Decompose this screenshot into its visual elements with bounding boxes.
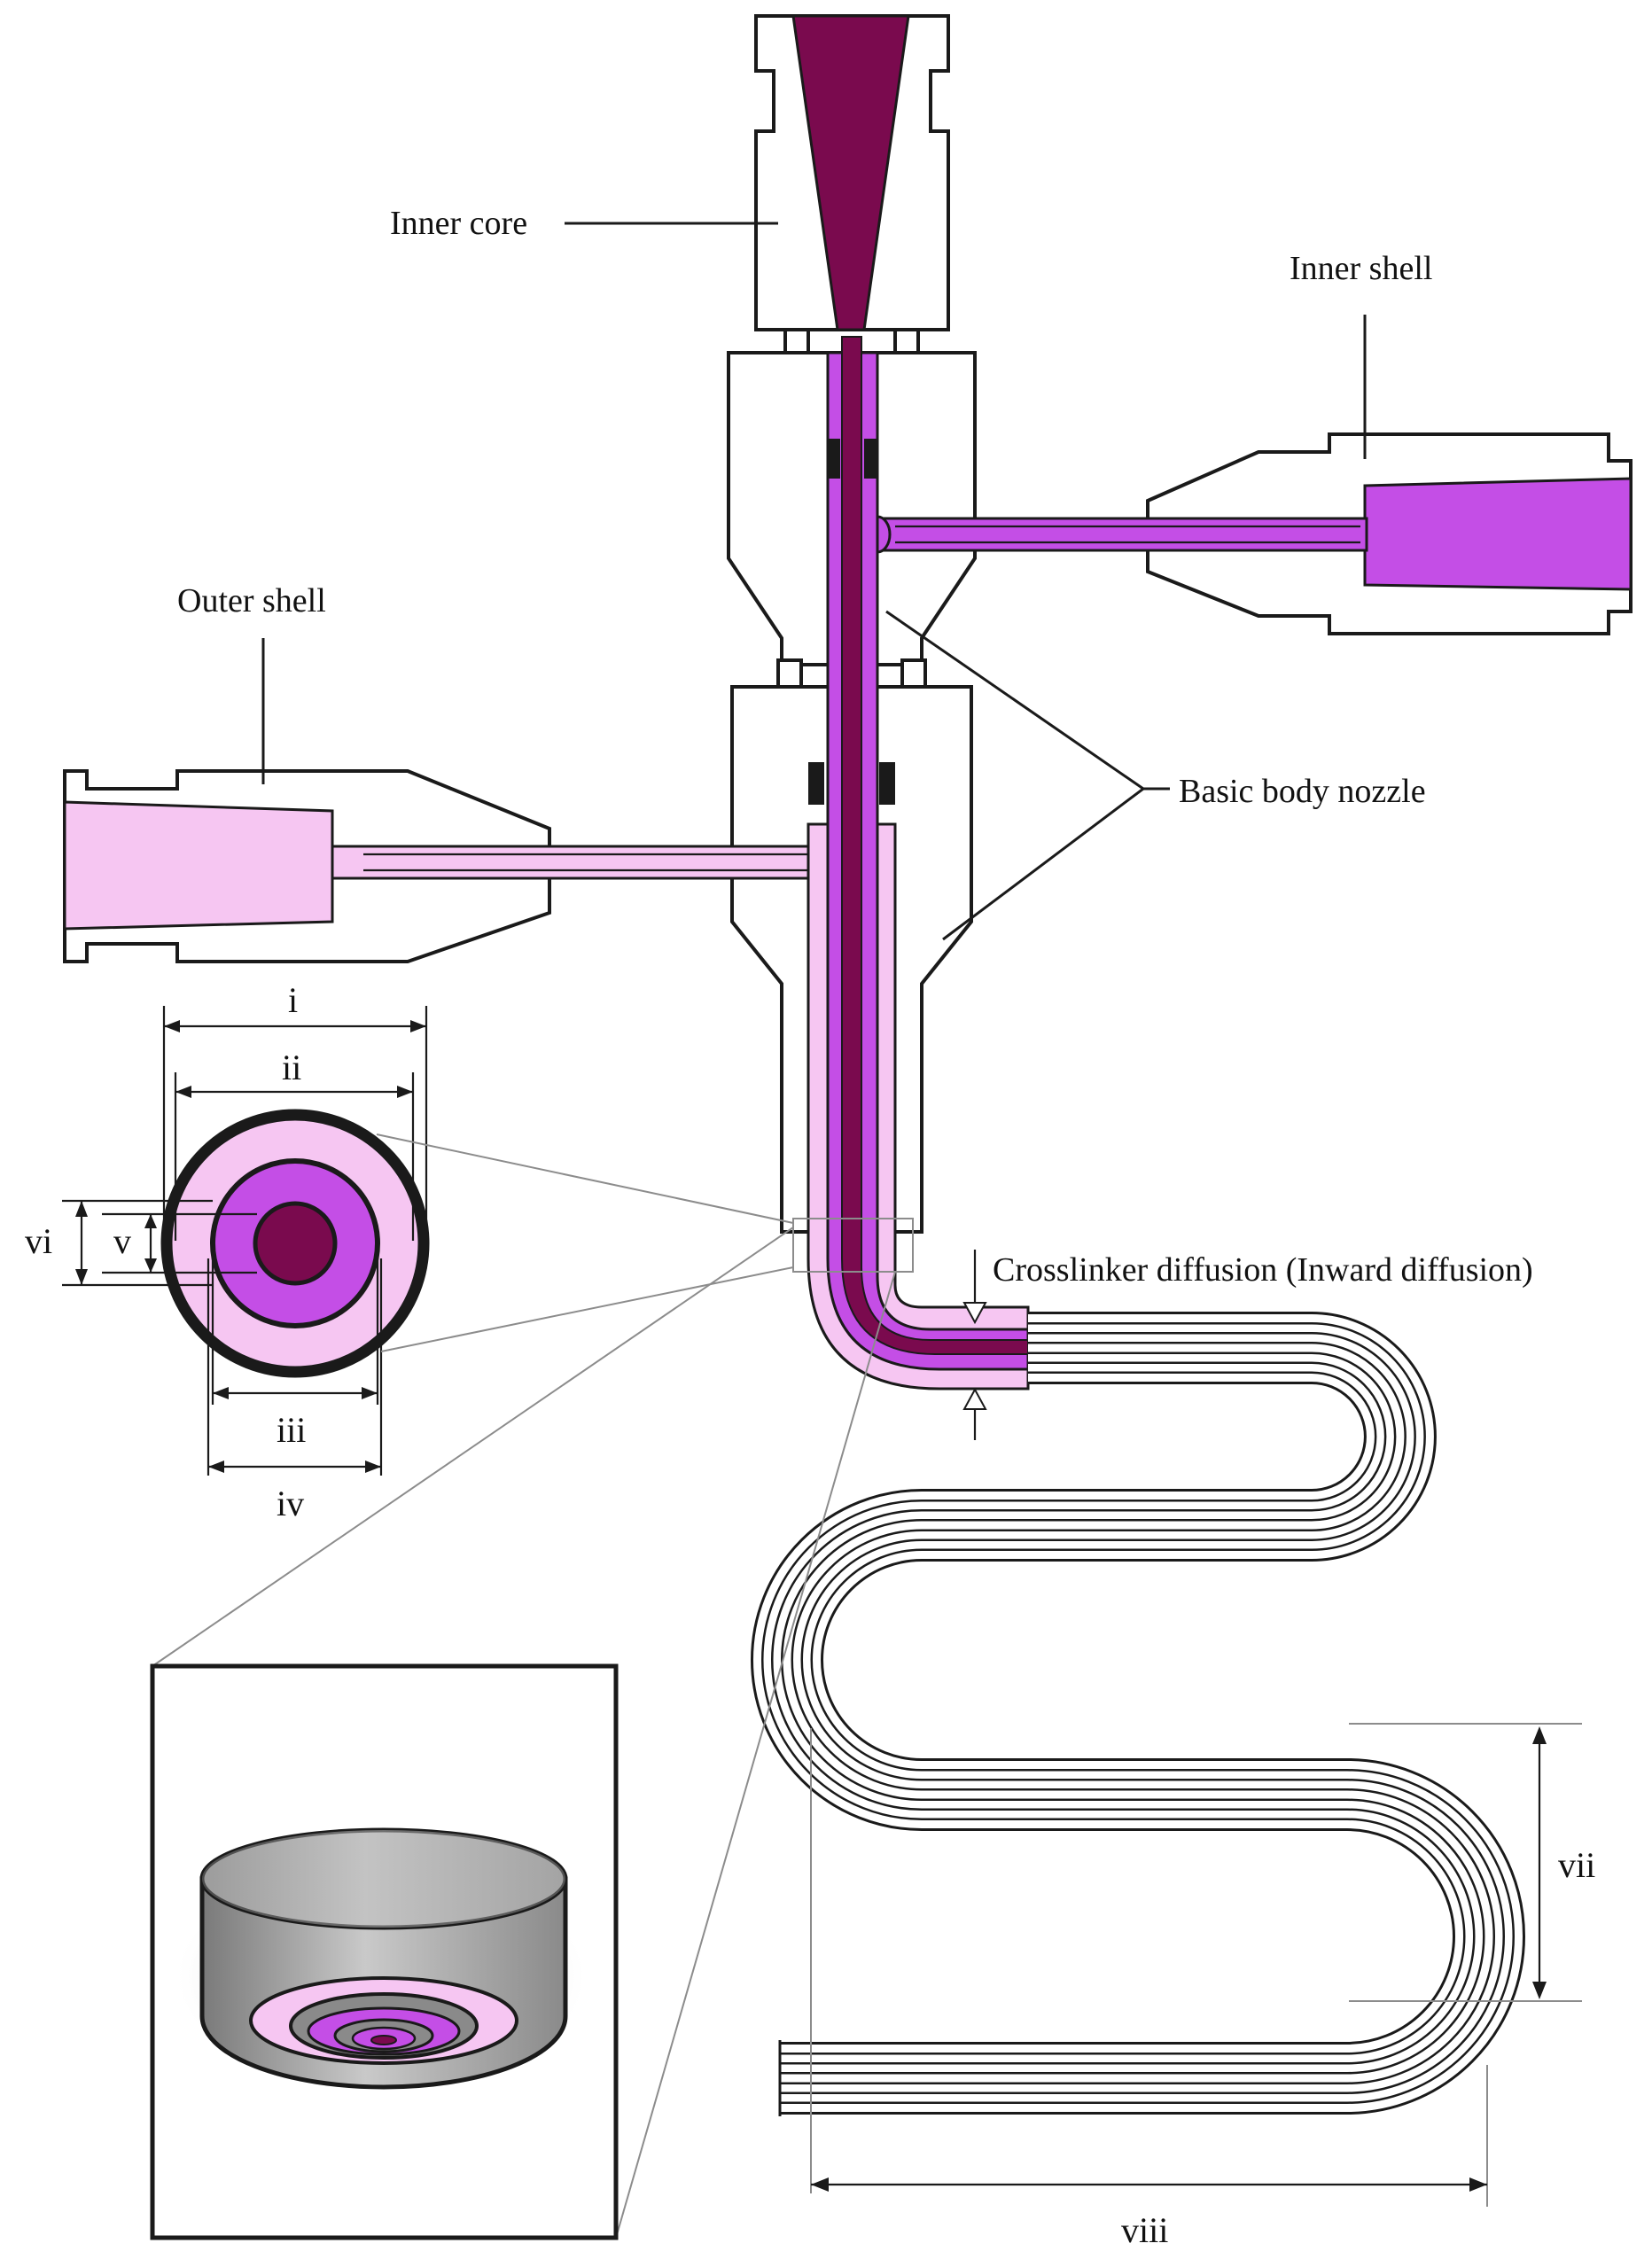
dim-label-v: v [113,1221,131,1261]
outer-shell-feed-tube [331,845,823,880]
outer-shell-reservoir [63,800,334,931]
label-inner-core: Inner core [390,205,527,242]
inner-shell-feed-tube [876,517,1368,552]
dim-label-iv: iv [277,1484,304,1523]
coaxial-channels [792,336,1030,1390]
dim-label-viii: viii [1121,2210,1168,2250]
label-inner-shell: Inner shell [1290,250,1432,287]
inner-shell-reservoir [1363,477,1633,591]
inset-3d-view [150,1663,619,2240]
label-outer-shell: Outer shell [177,582,326,619]
leader-lines [261,222,1367,941]
inner-core-cone [791,14,910,331]
cross-section [62,1006,430,1476]
serpentine-fibre [751,1312,1525,2116]
serpentine-dimensions [810,1723,1582,2207]
crosslinker-arrows [962,1250,987,1440]
dim-label-iii: iii [277,1410,306,1450]
labels: Inner core Inner shell Outer shell Basic… [25,205,1595,2250]
label-basic-body-nozzle: Basic body nozzle [1179,773,1426,810]
dim-label-vi: vi [25,1221,52,1261]
dim-label-vii: vii [1558,1845,1595,1885]
dim-label-ii: ii [282,1048,301,1087]
inner-core-hub [754,14,950,354]
projection-lines [152,1133,896,2239]
label-crosslinker-diffusion: Crosslinker diffusion (Inward diffusion) [993,1251,1533,1289]
dim-label-i: i [288,980,298,1020]
inner-shell-hub [863,432,1633,635]
outer-shell-hub [63,769,836,963]
